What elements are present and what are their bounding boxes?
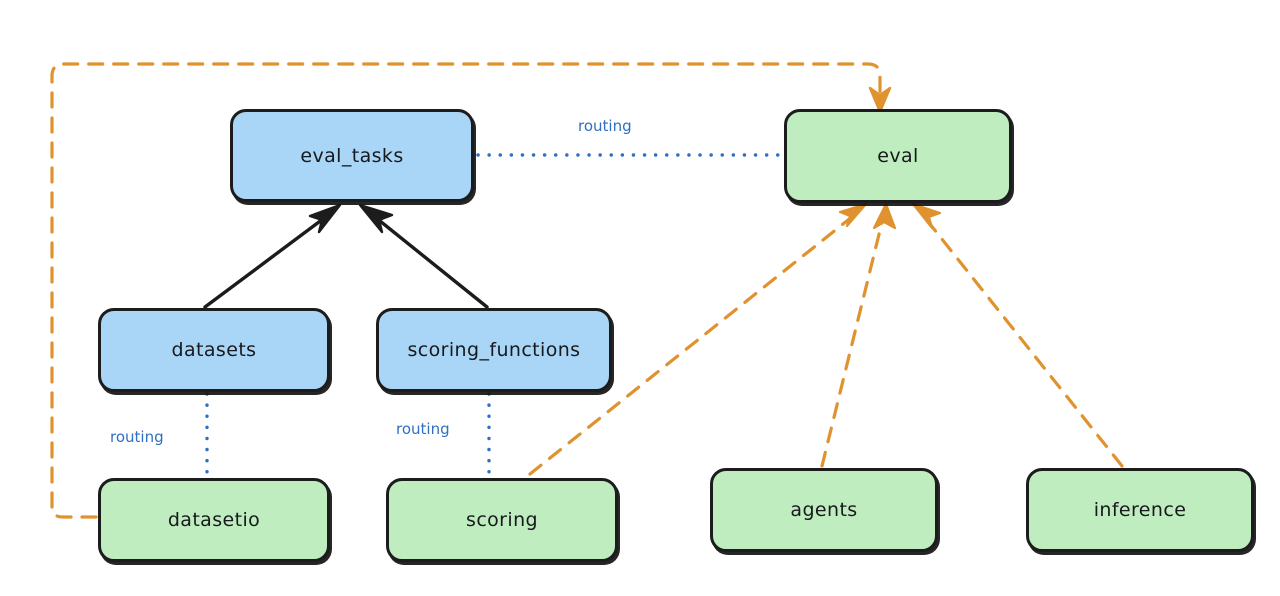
node-datasetio[interactable]: datasetio [98, 478, 330, 562]
node-eval[interactable]: eval [784, 109, 1012, 203]
node-label-eval-tasks: eval_tasks [300, 144, 404, 167]
node-label-datasetio: datasetio [167, 509, 261, 531]
node-agents[interactable]: agents [710, 468, 938, 552]
node-datasets[interactable]: datasets [98, 308, 330, 392]
node-scoring[interactable]: scoring [386, 478, 618, 562]
edge-inference-eval [911, 202, 1124, 468]
edge-label-routing-datasets-datasetio: routing [110, 428, 164, 446]
arrowhead-inference-into-eval [911, 202, 942, 230]
edge-datasets-eval_tasks [203, 203, 342, 309]
node-inference[interactable]: inference [1026, 468, 1254, 552]
arrowhead-scoring-into-eval [838, 202, 868, 228]
node-label-agents: agents [790, 499, 858, 521]
node-label-datasets: datasets [171, 339, 257, 361]
node-eval-tasks[interactable]: eval_tasks [230, 109, 474, 202]
edge-label-routing-eval-tasks-eval: routing [578, 117, 632, 135]
edge-label-routing-scoring-functions-scoring: routing [396, 420, 450, 438]
node-label-inference: inference [1093, 499, 1187, 521]
node-label-scoring: scoring [466, 509, 538, 531]
node-label-eval: eval [877, 145, 919, 167]
arrowhead-datasets-into-eval-tasks [308, 203, 342, 234]
edge-agents-eval [820, 202, 897, 468]
arrowhead-scoringfn-into-eval-tasks [358, 203, 394, 234]
node-label-scoring-functions: scoring_functions [407, 339, 581, 361]
node-scoring-functions[interactable]: scoring_functions [376, 308, 612, 392]
arrowhead-agents-into-eval [872, 202, 897, 230]
edge-scoringfn-eval_tasks [358, 203, 489, 309]
